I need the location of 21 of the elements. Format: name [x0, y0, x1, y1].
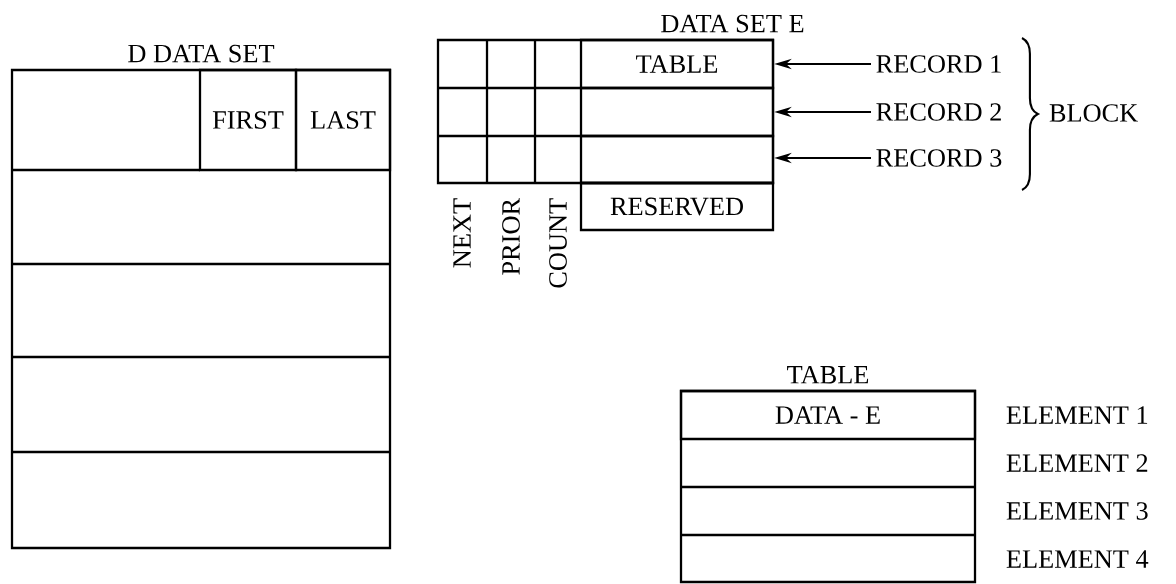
element-label: ELEMENT 2: [1006, 454, 1148, 472]
table-cell: [579, 134, 775, 185]
table-cell: LAST: [294, 68, 392, 172]
brace-label: BLOCK: [1049, 104, 1138, 122]
column-label: NEXT: [453, 198, 471, 268]
column-label: COUNT: [549, 198, 567, 288]
table-cell: TABLE: [579, 38, 775, 90]
column-label: PRIOR: [502, 197, 520, 275]
node-label: TABLE: [787, 365, 869, 384]
table-cell: [579, 86, 775, 138]
element-label: ELEMENT 3: [1006, 502, 1148, 520]
record-label: RECORD 1: [876, 55, 1001, 73]
table-cell: FIRST: [198, 68, 298, 172]
element-label: ELEMENT 4: [1006, 550, 1149, 568]
record-label: RECORD 2: [876, 103, 1001, 121]
element-label: ELEMENT 1: [1006, 406, 1148, 424]
table-cell: DATA - E: [679, 389, 977, 441]
table-cell: RESERVED: [579, 181, 775, 232]
record-label: RECORD 3: [876, 149, 1002, 167]
node-label: DATA SET E: [661, 14, 804, 33]
node-label: D DATA SET: [128, 44, 275, 63]
